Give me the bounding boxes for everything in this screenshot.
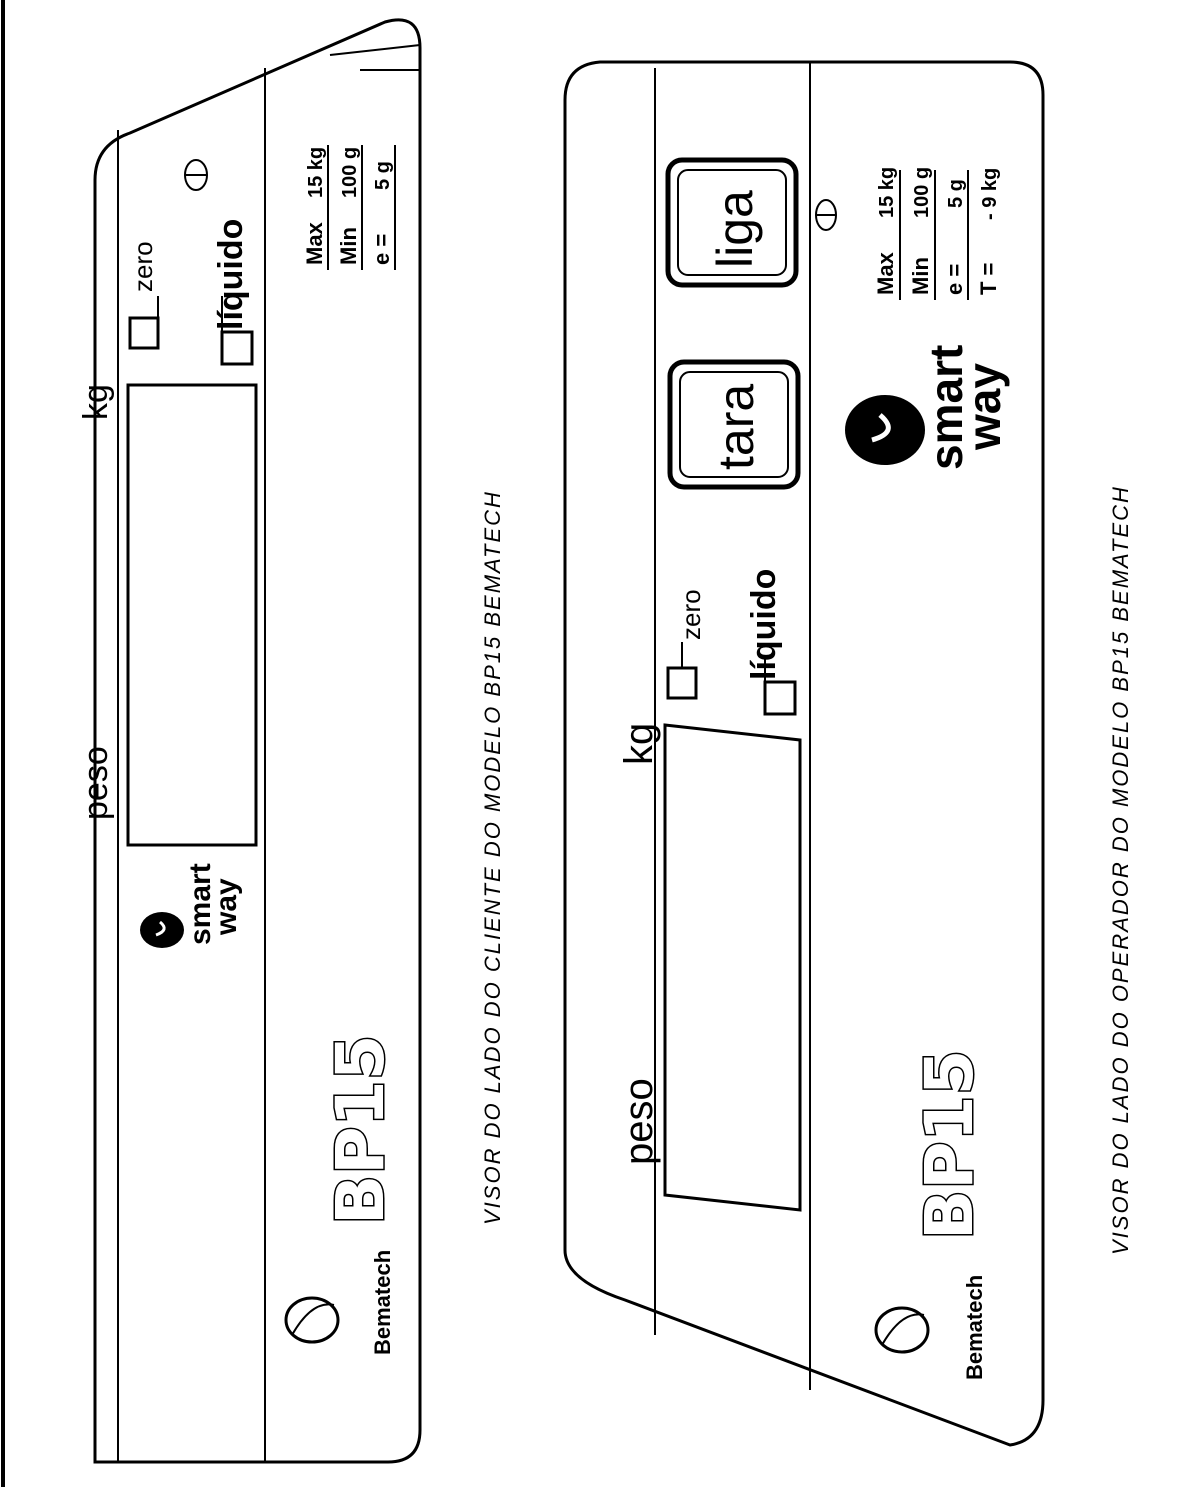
customer-unit-label: kg (77, 384, 115, 420)
operator-spec-max-label: Max (873, 251, 898, 295)
operator-smartway-word-2: way (958, 363, 1010, 451)
operator-spec-e-label: e = (942, 264, 967, 295)
customer-weight-label: peso (77, 746, 115, 820)
customer-smartway-word-2: way (210, 878, 243, 936)
customer-panel: peso kg zero líquido smart way BP15 Be (77, 18, 422, 1464)
tare-button[interactable]: tara (667, 359, 801, 490)
operator-spec-max-value: 15 kg (876, 167, 898, 218)
customer-spec-max-label: Max (302, 221, 327, 265)
customer-net-indicator (220, 330, 254, 366)
customer-spec-max-value: 15 kg (305, 147, 327, 198)
customer-panel-outline (93, 18, 422, 1464)
operator-smartway-logo: smart way (845, 345, 1010, 470)
operator-spec-min-label: Min (908, 257, 933, 295)
operator-spec-min-value: 100 g (911, 167, 933, 218)
operator-spec-tare-label: T = (976, 263, 1001, 295)
operator-spec-e-value: 5 g (945, 179, 967, 208)
operator-model-label: BP15 (911, 1049, 988, 1240)
operator-bematech-word: Bematech (962, 1275, 987, 1380)
customer-panel-corner-line-2 (329, 44, 421, 56)
operator-smartway-emblem-icon (845, 395, 925, 465)
customer-zero-indicator (128, 316, 160, 350)
customer-zero-label: zero (128, 241, 158, 292)
customer-net-label: líquido (212, 219, 250, 330)
customer-smartway-logo: smart way (140, 863, 243, 948)
customer-smartway-word-1: smart (184, 863, 217, 945)
customer-spec-block: Max 15 kg Min 100 g e = 5 g (302, 145, 396, 270)
operator-zero-indicator (666, 666, 698, 700)
customer-bematech-emblem-icon (284, 1296, 340, 1344)
operator-smartway-word-1: smart (920, 345, 972, 470)
tare-button-label: tara (708, 384, 764, 470)
power-button-frame[interactable] (665, 157, 799, 288)
customer-spec-min-label: Min (336, 227, 361, 265)
operator-inmetro-icon (815, 199, 837, 231)
customer-inmetro-icon (184, 159, 208, 191)
operator-net-label: líquido (745, 569, 783, 680)
operator-panel: peso kg zero líquido tara liga (563, 60, 1045, 1447)
power-button-label: liga (707, 190, 763, 268)
operator-panel-outline (563, 60, 1045, 1447)
customer-spec-min-value: 100 g (339, 147, 361, 198)
customer-weight-display (126, 383, 258, 847)
customer-model-label: BP15 (322, 1034, 399, 1225)
power-button[interactable]: liga (665, 157, 799, 288)
operator-zero-label: zero (676, 589, 706, 640)
operator-bematech-emblem-icon (874, 1306, 930, 1354)
tare-button-frame[interactable] (667, 359, 801, 490)
operator-net-indicator (763, 680, 797, 716)
operator-weight-label: peso (617, 1078, 661, 1165)
operator-unit-label: kg (617, 723, 661, 765)
operator-bematech-logo: Bematech (874, 1275, 987, 1380)
customer-spec-e-value: 5 g (372, 161, 394, 190)
customer-spec-e-label: e = (369, 234, 394, 265)
customer-bematech-logo: Bematech (284, 1250, 395, 1355)
customer-panel-caption: VISOR DO LADO DO CLIENTE DO MODELO BP15 … (480, 490, 505, 1225)
customer-bematech-word: Bematech (370, 1250, 395, 1355)
operator-spec-tare-value: - 9 kg (979, 168, 1001, 220)
operator-spec-block: Max 15 kg Min 100 g e = 5 g T = - 9 kg (873, 167, 1001, 300)
operator-weight-display (663, 723, 802, 1212)
operator-panel-caption: VISOR DO LADO DO OPERADOR DO MODELO BP15… (1108, 485, 1133, 1255)
